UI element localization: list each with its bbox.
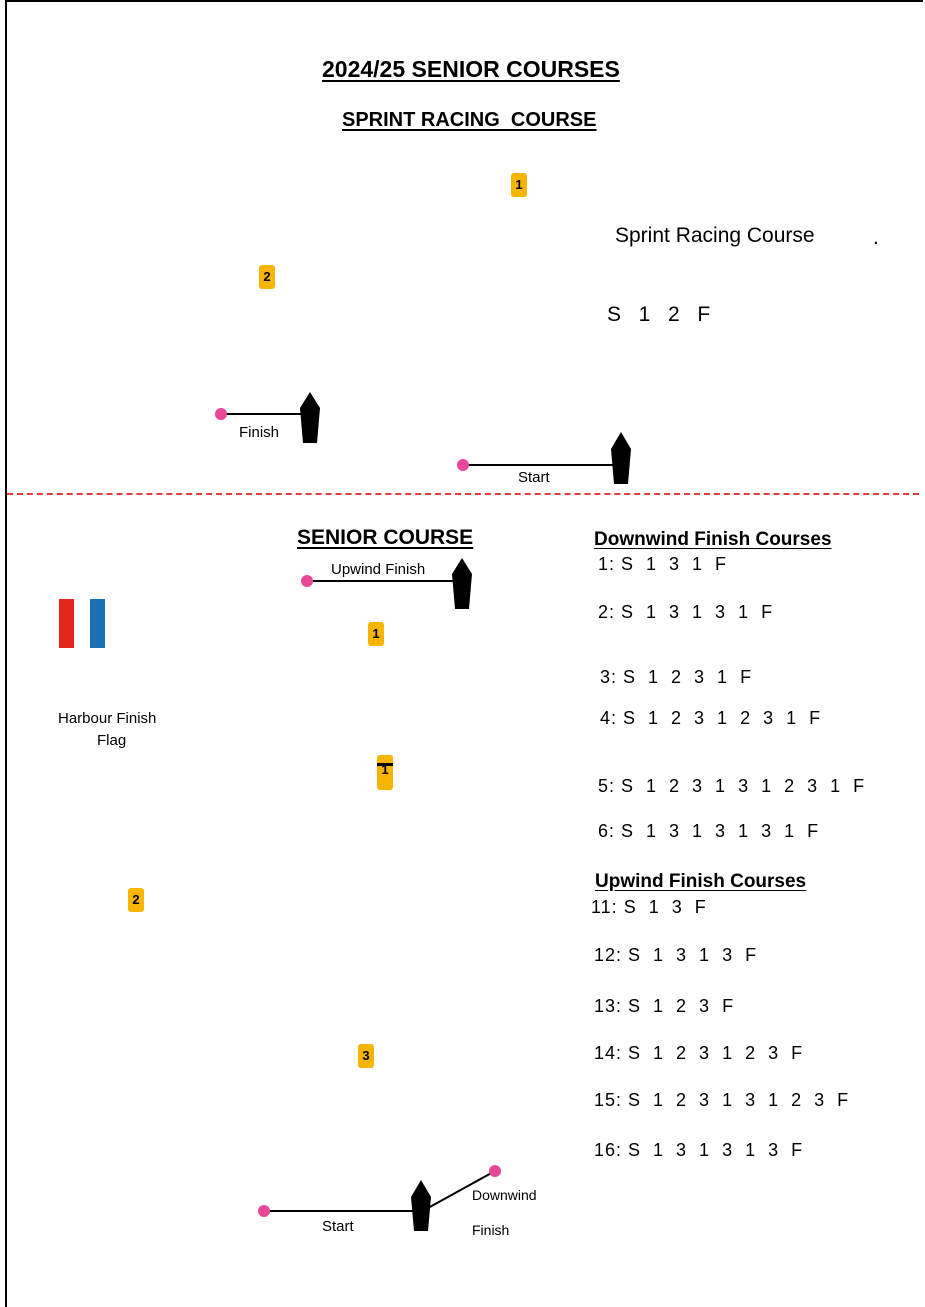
upwind-course-16: 16: S 1 3 1 3 1 3 F xyxy=(594,1140,804,1160)
upwind-course-12: 12: S 1 3 1 3 F xyxy=(594,945,758,965)
sprint-heading: SPRINT RACING COURSE xyxy=(342,109,597,131)
upwind-course-14: 14: S 1 2 3 1 2 3 F xyxy=(594,1043,804,1063)
senior-mark-2: 2 xyxy=(128,888,144,912)
page-title: 2024/25 SENIOR COURSES xyxy=(322,56,620,82)
sprint-course-sequence: S 1 2 F xyxy=(607,303,713,326)
harbour-flag-label-2: Flag xyxy=(97,732,127,749)
downwind-finish-label-2: Finish xyxy=(472,1222,510,1238)
upwind-finish-pin xyxy=(301,575,313,587)
sprint-course-label: Sprint Racing Course xyxy=(615,224,815,247)
downwind-courses-heading: Downwind Finish Courses xyxy=(594,529,832,550)
downwind-finish-label-1: Downwind xyxy=(472,1187,537,1203)
sprint-mark-1: 1 xyxy=(511,173,527,197)
senior-start-label: Start xyxy=(322,1218,354,1235)
sprint-start-pin xyxy=(457,459,469,471)
flag-red-bar xyxy=(59,599,74,648)
flag-blue-bar xyxy=(90,599,105,648)
downwind-course-5: 5: S 1 2 3 1 3 1 2 3 1 F xyxy=(598,776,866,796)
senior-mark-3: 3 xyxy=(358,1044,374,1068)
upwind-course-13: 13: S 1 2 3 F xyxy=(594,996,735,1016)
senior-start-boat-icon xyxy=(411,1180,431,1231)
upwind-course-11: 11: S 1 3 F xyxy=(591,897,707,917)
upwind-courses-heading: Upwind Finish Courses xyxy=(595,871,807,892)
downwind-course-1: 1: S 1 3 1 F xyxy=(598,554,728,574)
downwind-course-3: 3: S 1 2 3 1 F xyxy=(600,667,753,687)
section-divider xyxy=(7,493,919,495)
downwind-course-6: 6: S 1 3 1 3 1 3 1 F xyxy=(598,821,820,841)
sprint-course-dot: . xyxy=(873,226,879,249)
senior-course-heading: SENIOR COURSE xyxy=(297,526,474,549)
sprint-finish-label: Finish xyxy=(239,424,280,441)
sprint-mark-2: 2 xyxy=(259,265,275,289)
downwind-finish-line xyxy=(427,1170,496,1209)
upwind-course-15: 15: S 1 2 3 1 3 1 2 3 F xyxy=(594,1090,850,1110)
sprint-start-boat-icon xyxy=(611,432,631,484)
page-border xyxy=(5,0,923,1307)
upwind-finish-label: Upwind Finish xyxy=(331,561,426,578)
senior-mark-1-gate: 1 xyxy=(377,755,393,790)
sprint-start-label: Start xyxy=(518,469,550,486)
upwind-finish-boat-icon xyxy=(452,558,472,609)
downwind-finish-pin xyxy=(489,1165,501,1177)
sprint-finish-pin xyxy=(215,408,227,420)
downwind-course-2: 2: S 1 3 1 3 1 F xyxy=(598,602,774,622)
senior-mark-1: 1 xyxy=(368,622,384,646)
harbour-flag-label-1: Harbour Finish xyxy=(58,710,157,727)
sprint-finish-boat-icon xyxy=(300,392,320,443)
downwind-course-4: 4: S 1 2 3 1 2 3 1 F xyxy=(600,708,822,728)
senior-start-pin xyxy=(258,1205,270,1217)
